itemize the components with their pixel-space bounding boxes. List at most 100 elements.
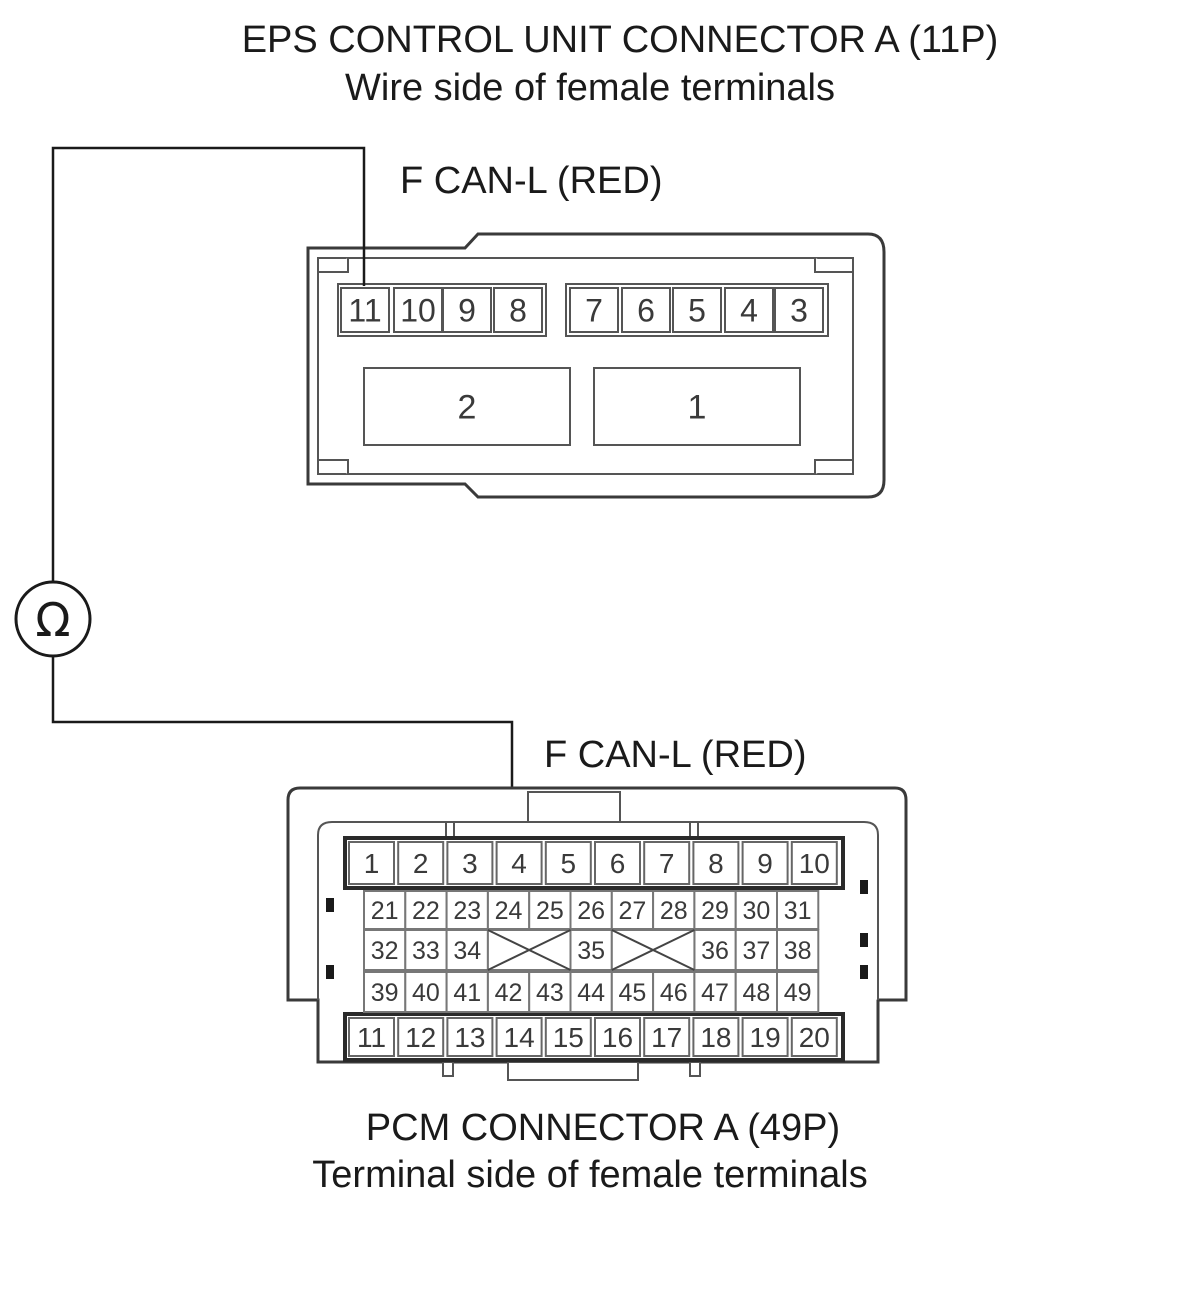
pcm-terminal-24-label: 24: [495, 897, 523, 925]
pcm-terminal-27-label: 27: [619, 897, 647, 925]
eps-connector-title: EPS CONTROL UNIT CONNECTOR A (11P): [242, 19, 999, 61]
pcm-terminal-19-cell: [741, 1017, 789, 1057]
pcm-terminal-21-label: 21: [371, 897, 399, 925]
pcm-terminal-42-cell: [486, 971, 531, 1013]
pcm-terminal-47-cell: [693, 971, 737, 1013]
pcm-terminal-33-label: 33: [412, 937, 440, 965]
pcm-terminal-47-label: 47: [701, 979, 729, 1007]
pcm-terminal-13-label: 13: [454, 1022, 485, 1053]
pcm-terminal-1-label: 1: [364, 848, 380, 879]
pcm-terminal-26-label: 26: [577, 897, 605, 925]
pcm-terminal-3-cell: [446, 841, 494, 885]
pcm-terminal-8-cell: [692, 841, 740, 885]
eps-terminal-9-cell: [442, 287, 492, 333]
eps-terminal-4-cell: [724, 287, 774, 333]
pcm-terminal-39-cell: [363, 971, 407, 1013]
pcm-terminal-34-label: 34: [453, 937, 481, 965]
pcm-terminal-41-label: 41: [453, 979, 481, 1007]
pcm-terminal-40-label: 40: [412, 979, 440, 1007]
pcm-connector-title: PCM CONNECTOR A (49P): [366, 1107, 840, 1149]
pcm-terminal-2-label: 2: [413, 848, 429, 879]
pcm-terminal-42-label: 42: [495, 979, 523, 1007]
pcm-terminal-14-label: 14: [504, 1022, 535, 1053]
pcm-terminal-30-label: 30: [742, 897, 770, 925]
pcm-terminal-37-label: 37: [742, 937, 770, 965]
eps-terminal-7-cell: [569, 287, 619, 333]
eps-terminal-2-cell: [363, 367, 571, 446]
eps-terminal-1-label: 1: [688, 389, 707, 427]
eps-terminal-11-cell: [340, 287, 390, 333]
pcm-terminal-10-label: 10: [799, 848, 830, 879]
pcm-terminal-33-cell: [404, 929, 448, 971]
pcm-terminal-45-cell: [610, 971, 655, 1013]
pcm-terminal-48-label: 48: [742, 979, 770, 1007]
pcm-terminal-28-label: 28: [660, 897, 688, 925]
eps-terminal-3-cell: [774, 287, 824, 333]
eps-connector-subtitle: Wire side of female terminals: [345, 67, 835, 109]
pcm-terminal-49-label: 49: [784, 979, 812, 1007]
pcm-terminal-32-label: 32: [371, 937, 399, 965]
pcm-terminal-15-cell: [544, 1017, 592, 1057]
pcm-terminal-5-cell: [544, 841, 592, 885]
pcm-terminal-15-label: 15: [553, 1022, 584, 1053]
eps-terminal-4-label: 4: [740, 293, 758, 329]
pcm-terminal-11-cell: [348, 1017, 395, 1057]
pcm-terminal-5-label: 5: [561, 848, 577, 879]
eps-terminal-3-label: 3: [790, 293, 808, 329]
pcm-terminal-16-cell: [594, 1017, 641, 1057]
eps-terminal-8-label: 8: [509, 293, 527, 329]
pcm-terminal-46-cell: [652, 971, 696, 1013]
pcm-terminal-18-cell: [692, 1017, 740, 1057]
pcm-terminal-4-label: 4: [511, 848, 527, 879]
pcm-terminal-24-cell: [486, 890, 531, 930]
pcm-terminal-35-label: 35: [577, 937, 605, 965]
pcm-connector-subtitle: Terminal side of female terminals: [312, 1154, 867, 1196]
eps-terminal-5-label: 5: [688, 293, 706, 329]
eps-terminal-2-label: 2: [458, 389, 477, 427]
pcm-terminal-3-label: 3: [462, 848, 478, 879]
pcm-terminal-16-label: 16: [602, 1022, 633, 1053]
pcm-terminal-44-label: 44: [577, 979, 605, 1007]
eps-terminal-6-cell: [621, 287, 671, 333]
pcm-terminal-1-cell: [348, 841, 395, 885]
eps-terminal-10-label: 10: [400, 293, 436, 329]
pcm-terminal-41-cell: [445, 971, 489, 1013]
pcm-terminal-6-label: 6: [610, 848, 626, 879]
eps-terminal-1-cell: [593, 367, 801, 446]
pcm-terminal-38-label: 38: [784, 937, 812, 965]
pcm-terminal-25-label: 25: [536, 897, 564, 925]
eps-terminal-8-cell: [493, 287, 543, 333]
pcm-terminal-22-cell: [404, 890, 448, 930]
eps-wire-label: F CAN-L (RED): [400, 160, 662, 202]
pcm-terminal-9-label: 9: [757, 848, 773, 879]
pcm-terminal-39-label: 39: [371, 979, 399, 1007]
pcm-terminal-19-label: 19: [750, 1022, 781, 1053]
pcm-terminal-22-label: 22: [412, 897, 440, 925]
pcm-terminal-46-label: 46: [660, 979, 688, 1007]
pcm-terminal-35-cell: [569, 929, 613, 971]
eps-terminal-11-label: 11: [348, 293, 381, 329]
eps-terminal-6-label: 6: [637, 293, 655, 329]
pcm-terminal-11-label: 11: [357, 1022, 386, 1053]
pcm-terminal-17-label: 17: [651, 1022, 682, 1053]
test-lead-eps: [51, 146, 366, 582]
pcm-terminal-29-cell: [693, 890, 737, 930]
pcm-terminal-6-cell: [594, 841, 641, 885]
pcm-terminal-2-cell: [397, 841, 445, 885]
pcm-terminal-20-label: 20: [799, 1022, 830, 1053]
pcm-terminal-43-label: 43: [536, 979, 564, 1007]
pcm-terminal-49-cell: [776, 971, 820, 1013]
pcm-terminal-4-cell: [495, 841, 543, 885]
pcm-terminal-23-label: 23: [453, 897, 481, 925]
ohm-symbol: Ω: [35, 593, 70, 647]
pcm-terminal-45-label: 45: [619, 979, 647, 1007]
eps-terminal-9-label: 9: [458, 293, 476, 329]
pcm-wire-label: F CAN-L (RED): [544, 734, 806, 776]
ohmmeter-icon: Ω: [14, 580, 92, 658]
pcm-terminal-17-cell: [643, 1017, 691, 1057]
pcm-terminal-18-label: 18: [700, 1022, 731, 1053]
pcm-terminal-8-label: 8: [708, 848, 724, 879]
